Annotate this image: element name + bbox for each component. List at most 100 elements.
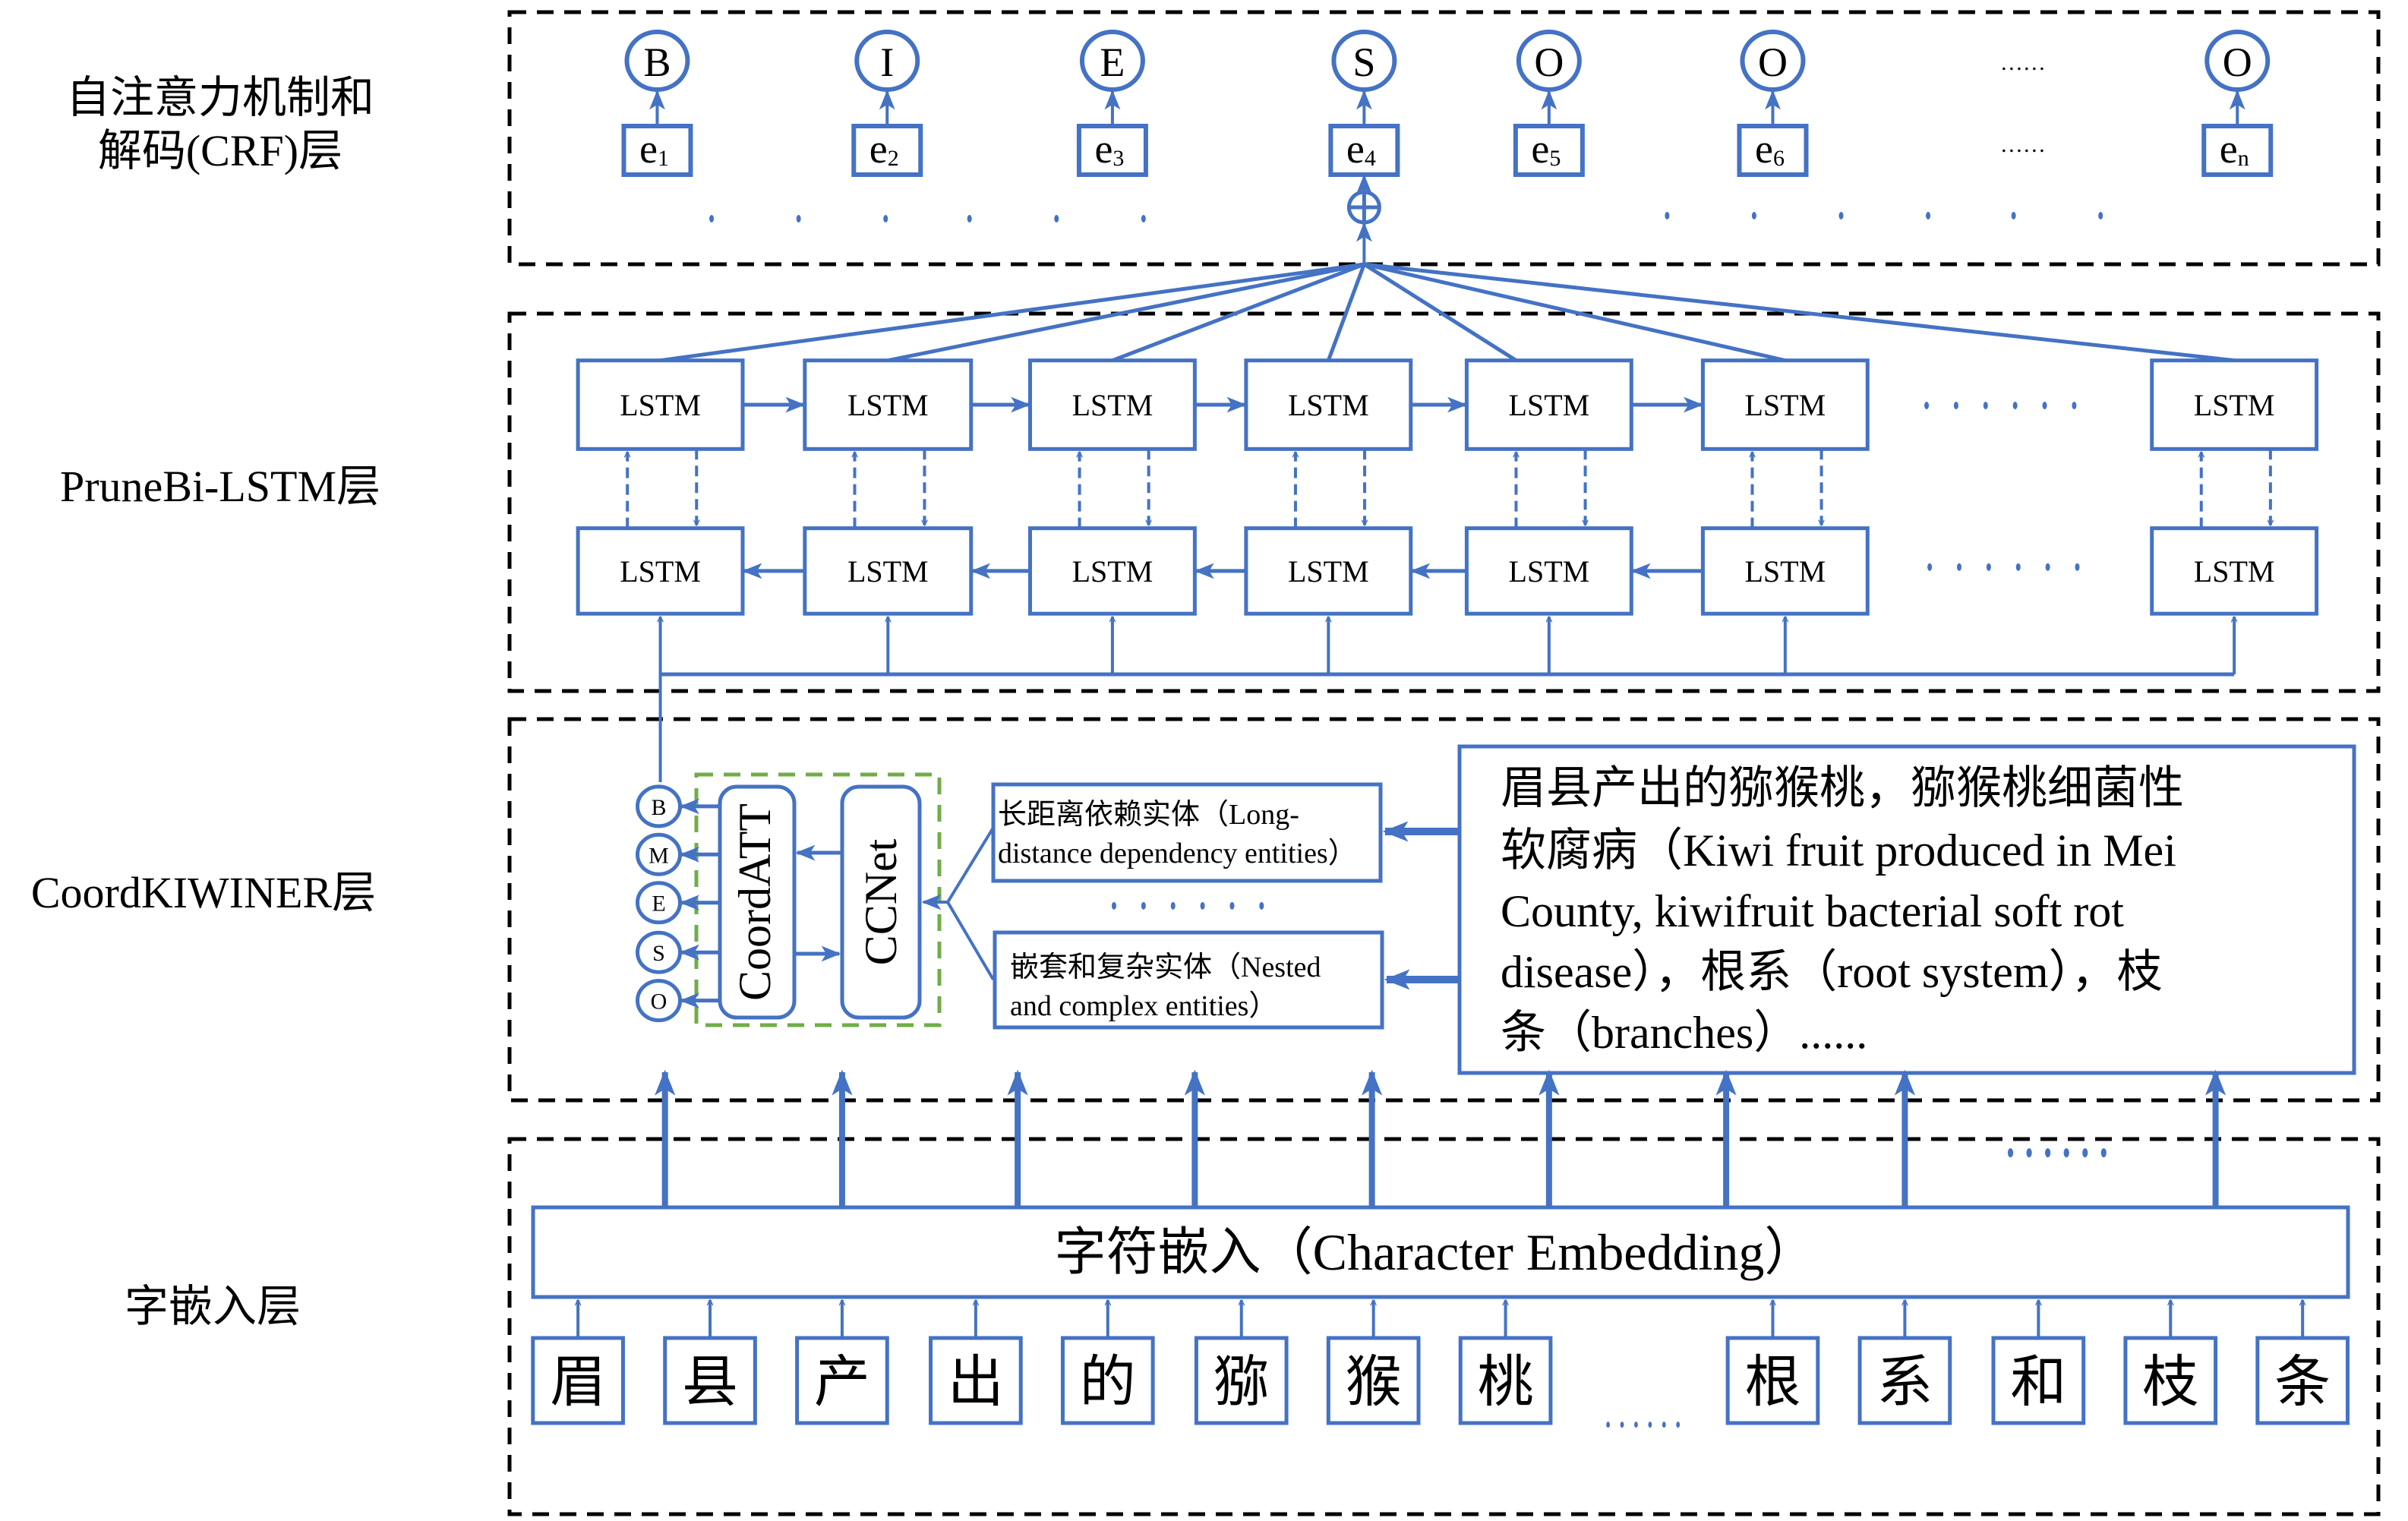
tag-ellipsis: …… bbox=[2000, 50, 2046, 75]
backward-lstm-box[interactable] bbox=[1027, 526, 1197, 616]
crf-layer: Be1Ie2Ee3Se4Oe5Oe6Oen………… bbox=[621, 30, 2274, 264]
character-box[interactable] bbox=[1857, 1336, 1952, 1425]
forward-lstm-cell[interactable]: LSTM bbox=[1700, 358, 1870, 451]
ccnet-block[interactable] bbox=[840, 784, 922, 1020]
emission-label: e4 bbox=[1346, 126, 1376, 172]
tag-circle[interactable] bbox=[2204, 30, 2271, 92]
input-character[interactable]: 条 bbox=[2255, 1336, 2350, 1425]
bmeso-tag-circle[interactable] bbox=[636, 930, 683, 974]
forward-lstm-box[interactable] bbox=[1464, 358, 1633, 451]
backward-lstm-label: LSTM bbox=[1745, 554, 1826, 589]
input-character[interactable]: 眉 bbox=[531, 1336, 625, 1425]
input-character[interactable]: 的 bbox=[1060, 1336, 1155, 1425]
forward-lstm-cell[interactable]: LSTM bbox=[2150, 358, 2319, 451]
forward-lstm-cell[interactable]: LSTM bbox=[803, 358, 974, 451]
emission-box[interactable] bbox=[1076, 124, 1148, 177]
character-box[interactable] bbox=[531, 1336, 625, 1425]
input-character[interactable]: 和 bbox=[1991, 1336, 2086, 1425]
coordatt-label: CoordATT bbox=[730, 803, 780, 1001]
backward-lstm-box[interactable] bbox=[803, 526, 974, 616]
emission-box[interactable] bbox=[1737, 124, 1809, 177]
forward-lstm-box[interactable] bbox=[1027, 358, 1197, 451]
input-character[interactable]: 产 bbox=[795, 1336, 889, 1425]
input-character[interactable]: 系 bbox=[1857, 1336, 1952, 1425]
backward-lstm-box[interactable] bbox=[1700, 526, 1870, 616]
tag-circle[interactable] bbox=[1516, 30, 1582, 92]
bmeso-tag-circle[interactable] bbox=[636, 881, 683, 925]
tag-circle[interactable] bbox=[1331, 30, 1397, 92]
character-box[interactable] bbox=[1060, 1336, 1155, 1425]
character-box[interactable] bbox=[795, 1336, 889, 1425]
entity-ellipsis-dot bbox=[1229, 901, 1235, 910]
character-box[interactable] bbox=[1458, 1336, 1553, 1425]
forward-lstm-box[interactable] bbox=[576, 358, 745, 451]
backward-lstm-label: LSTM bbox=[1072, 554, 1154, 589]
input-character[interactable]: 猕 bbox=[1194, 1336, 1289, 1425]
character-box[interactable] bbox=[2255, 1336, 2350, 1425]
forward-ellipsis-dot bbox=[1924, 402, 1930, 410]
entity-ellipsis-dot bbox=[1259, 901, 1264, 910]
input-character[interactable]: 猴 bbox=[1326, 1336, 1421, 1425]
crf-dot-left bbox=[1141, 215, 1146, 222]
input-character[interactable]: 根 bbox=[1725, 1336, 1820, 1425]
character-label: 的 bbox=[1080, 1352, 1136, 1414]
example-sentence-box[interactable] bbox=[1457, 744, 2356, 1075]
backward-lstm-box[interactable] bbox=[2150, 526, 2319, 616]
emission-box[interactable] bbox=[2201, 124, 2274, 177]
character-label: 猴 bbox=[1346, 1352, 1402, 1414]
forward-lstm-cell[interactable]: LSTM bbox=[1027, 358, 1197, 451]
backward-lstm-cell[interactable]: LSTM bbox=[1700, 526, 1870, 616]
crf-column: Be1 bbox=[621, 30, 693, 177]
crf-layer-frame bbox=[507, 10, 2381, 267]
backward-ellipsis-dot bbox=[2045, 563, 2050, 571]
character-box[interactable] bbox=[2123, 1336, 2218, 1425]
input-character[interactable]: 枝 bbox=[2123, 1336, 2218, 1425]
tag-circle[interactable] bbox=[854, 30, 920, 92]
backward-lstm-cell[interactable]: LSTM bbox=[1244, 526, 1413, 616]
character-box[interactable] bbox=[1326, 1336, 1421, 1425]
forward-lstm-box[interactable] bbox=[2150, 358, 2319, 451]
nested-entity-box[interactable] bbox=[993, 930, 1384, 1030]
forward-lstm-cell[interactable]: LSTM bbox=[1464, 358, 1633, 451]
backward-lstm-cell[interactable]: LSTM bbox=[576, 526, 745, 616]
character-box[interactable] bbox=[1725, 1336, 1820, 1425]
bmeso-tag-circle[interactable] bbox=[636, 832, 683, 876]
input-character[interactable]: 桃 bbox=[1458, 1336, 1553, 1425]
nested-entity-line1: 嵌套和复杂实体（Nested bbox=[1010, 951, 1321, 983]
input-character[interactable]: 县 bbox=[663, 1336, 757, 1425]
emission-subscript: n bbox=[2238, 146, 2249, 171]
tag-circle[interactable] bbox=[1740, 30, 1806, 92]
character-box[interactable] bbox=[1991, 1336, 2086, 1425]
forward-lstm-label: LSTM bbox=[1288, 388, 1369, 422]
backward-lstm-cell[interactable]: LSTM bbox=[1464, 526, 1633, 616]
tag-circle[interactable] bbox=[624, 30, 690, 92]
bmeso-tag-circle[interactable] bbox=[636, 784, 683, 828]
backward-lstm-cell[interactable]: LSTM bbox=[2150, 526, 2319, 616]
bmeso-tag-circle[interactable] bbox=[636, 979, 683, 1023]
forward-lstm-box[interactable] bbox=[1700, 358, 1870, 451]
character-embedding-box[interactable] bbox=[531, 1205, 2350, 1299]
emission-box[interactable] bbox=[621, 124, 693, 177]
lstm-to-sum-line bbox=[1363, 262, 1517, 362]
emission-label: e6 bbox=[1755, 126, 1785, 172]
long-distance-entity-box[interactable] bbox=[991, 782, 1383, 883]
entity-ellipsis-dot bbox=[1200, 901, 1205, 910]
tag-circle[interactable] bbox=[1079, 30, 1145, 92]
forward-lstm-cell[interactable]: LSTM bbox=[576, 358, 745, 451]
input-character[interactable]: 出 bbox=[929, 1336, 1023, 1425]
character-box[interactable] bbox=[929, 1336, 1023, 1425]
character-box[interactable] bbox=[663, 1336, 757, 1425]
backward-lstm-label: LSTM bbox=[2194, 554, 2275, 589]
emission-box[interactable] bbox=[1513, 124, 1585, 177]
emission-box[interactable] bbox=[851, 124, 923, 177]
backward-ellipsis-dot bbox=[1986, 563, 1991, 571]
backward-lstm-cell[interactable]: LSTM bbox=[1027, 526, 1197, 616]
backward-lstm-box[interactable] bbox=[1464, 526, 1633, 616]
backward-lstm-cell[interactable]: LSTM bbox=[803, 526, 974, 616]
embed-ellipsis-dot bbox=[2063, 1148, 2069, 1158]
backward-lstm-box[interactable] bbox=[576, 526, 745, 616]
forward-lstm-cell[interactable]: LSTM bbox=[1244, 358, 1413, 451]
character-box[interactable] bbox=[1194, 1336, 1289, 1425]
emission-base: e bbox=[1531, 126, 1549, 172]
forward-ellipsis-dot bbox=[1953, 402, 1958, 410]
